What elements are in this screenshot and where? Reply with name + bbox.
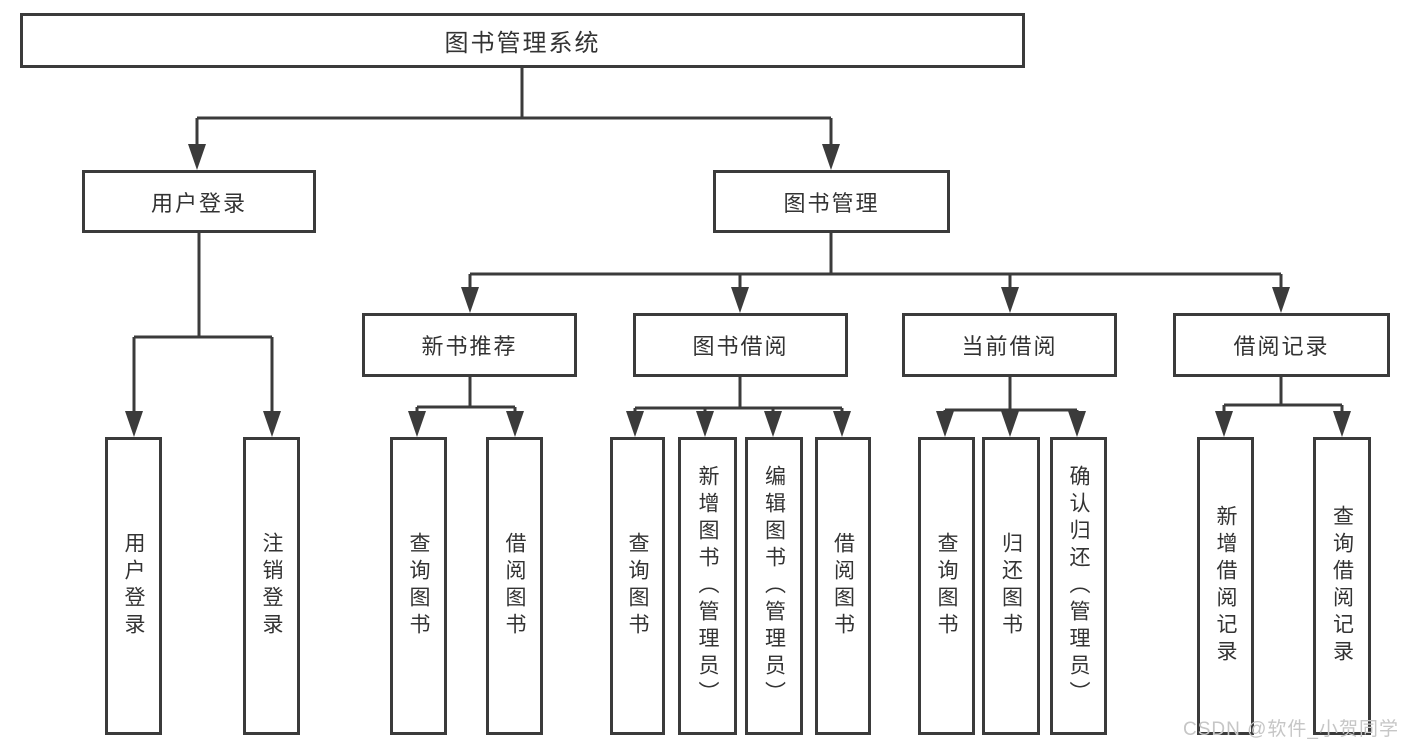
leaf-bb-borrow-book: 借阅图书: [815, 437, 871, 735]
leaf-cb-confirm-return-admin: 确认归还（管理员）: [1050, 437, 1107, 735]
connector-arrowheads: [125, 144, 1351, 437]
leaf-br-add-record: 新增借阅记录: [1197, 437, 1254, 735]
leaf-rec-borrow-book: 借阅图书: [486, 437, 543, 735]
node-book-management: 图书管理: [713, 170, 950, 233]
node-current-borrow: 当前借阅: [902, 313, 1117, 377]
leaf-rec-query-book: 查询图书: [390, 437, 447, 735]
csdn-watermark: CSDN @软件_小贺同学: [1183, 719, 1399, 740]
leaf-bb-add-book-admin: 新增图书（管理员）: [678, 437, 737, 735]
node-user-login: 用户登录: [82, 170, 316, 233]
node-book-borrow: 图书借阅: [633, 313, 848, 377]
leaf-cb-query-book: 查询图书: [918, 437, 975, 735]
leaf-br-query-record: 查询借阅记录: [1313, 437, 1371, 735]
node-root: 图书管理系统: [20, 13, 1025, 68]
leaf-user-login: 用户登录: [105, 437, 162, 735]
leaf-cb-return-book: 归还图书: [982, 437, 1040, 735]
leaf-bb-edit-book-admin: 编辑图书（管理员）: [745, 437, 803, 735]
leaf-bb-query-book: 查询图书: [610, 437, 665, 735]
leaf-logout: 注销登录: [243, 437, 300, 735]
connector-lines: [132, 68, 1344, 413]
node-new-book-recommend: 新书推荐: [362, 313, 577, 377]
node-borrow-record: 借阅记录: [1173, 313, 1390, 377]
